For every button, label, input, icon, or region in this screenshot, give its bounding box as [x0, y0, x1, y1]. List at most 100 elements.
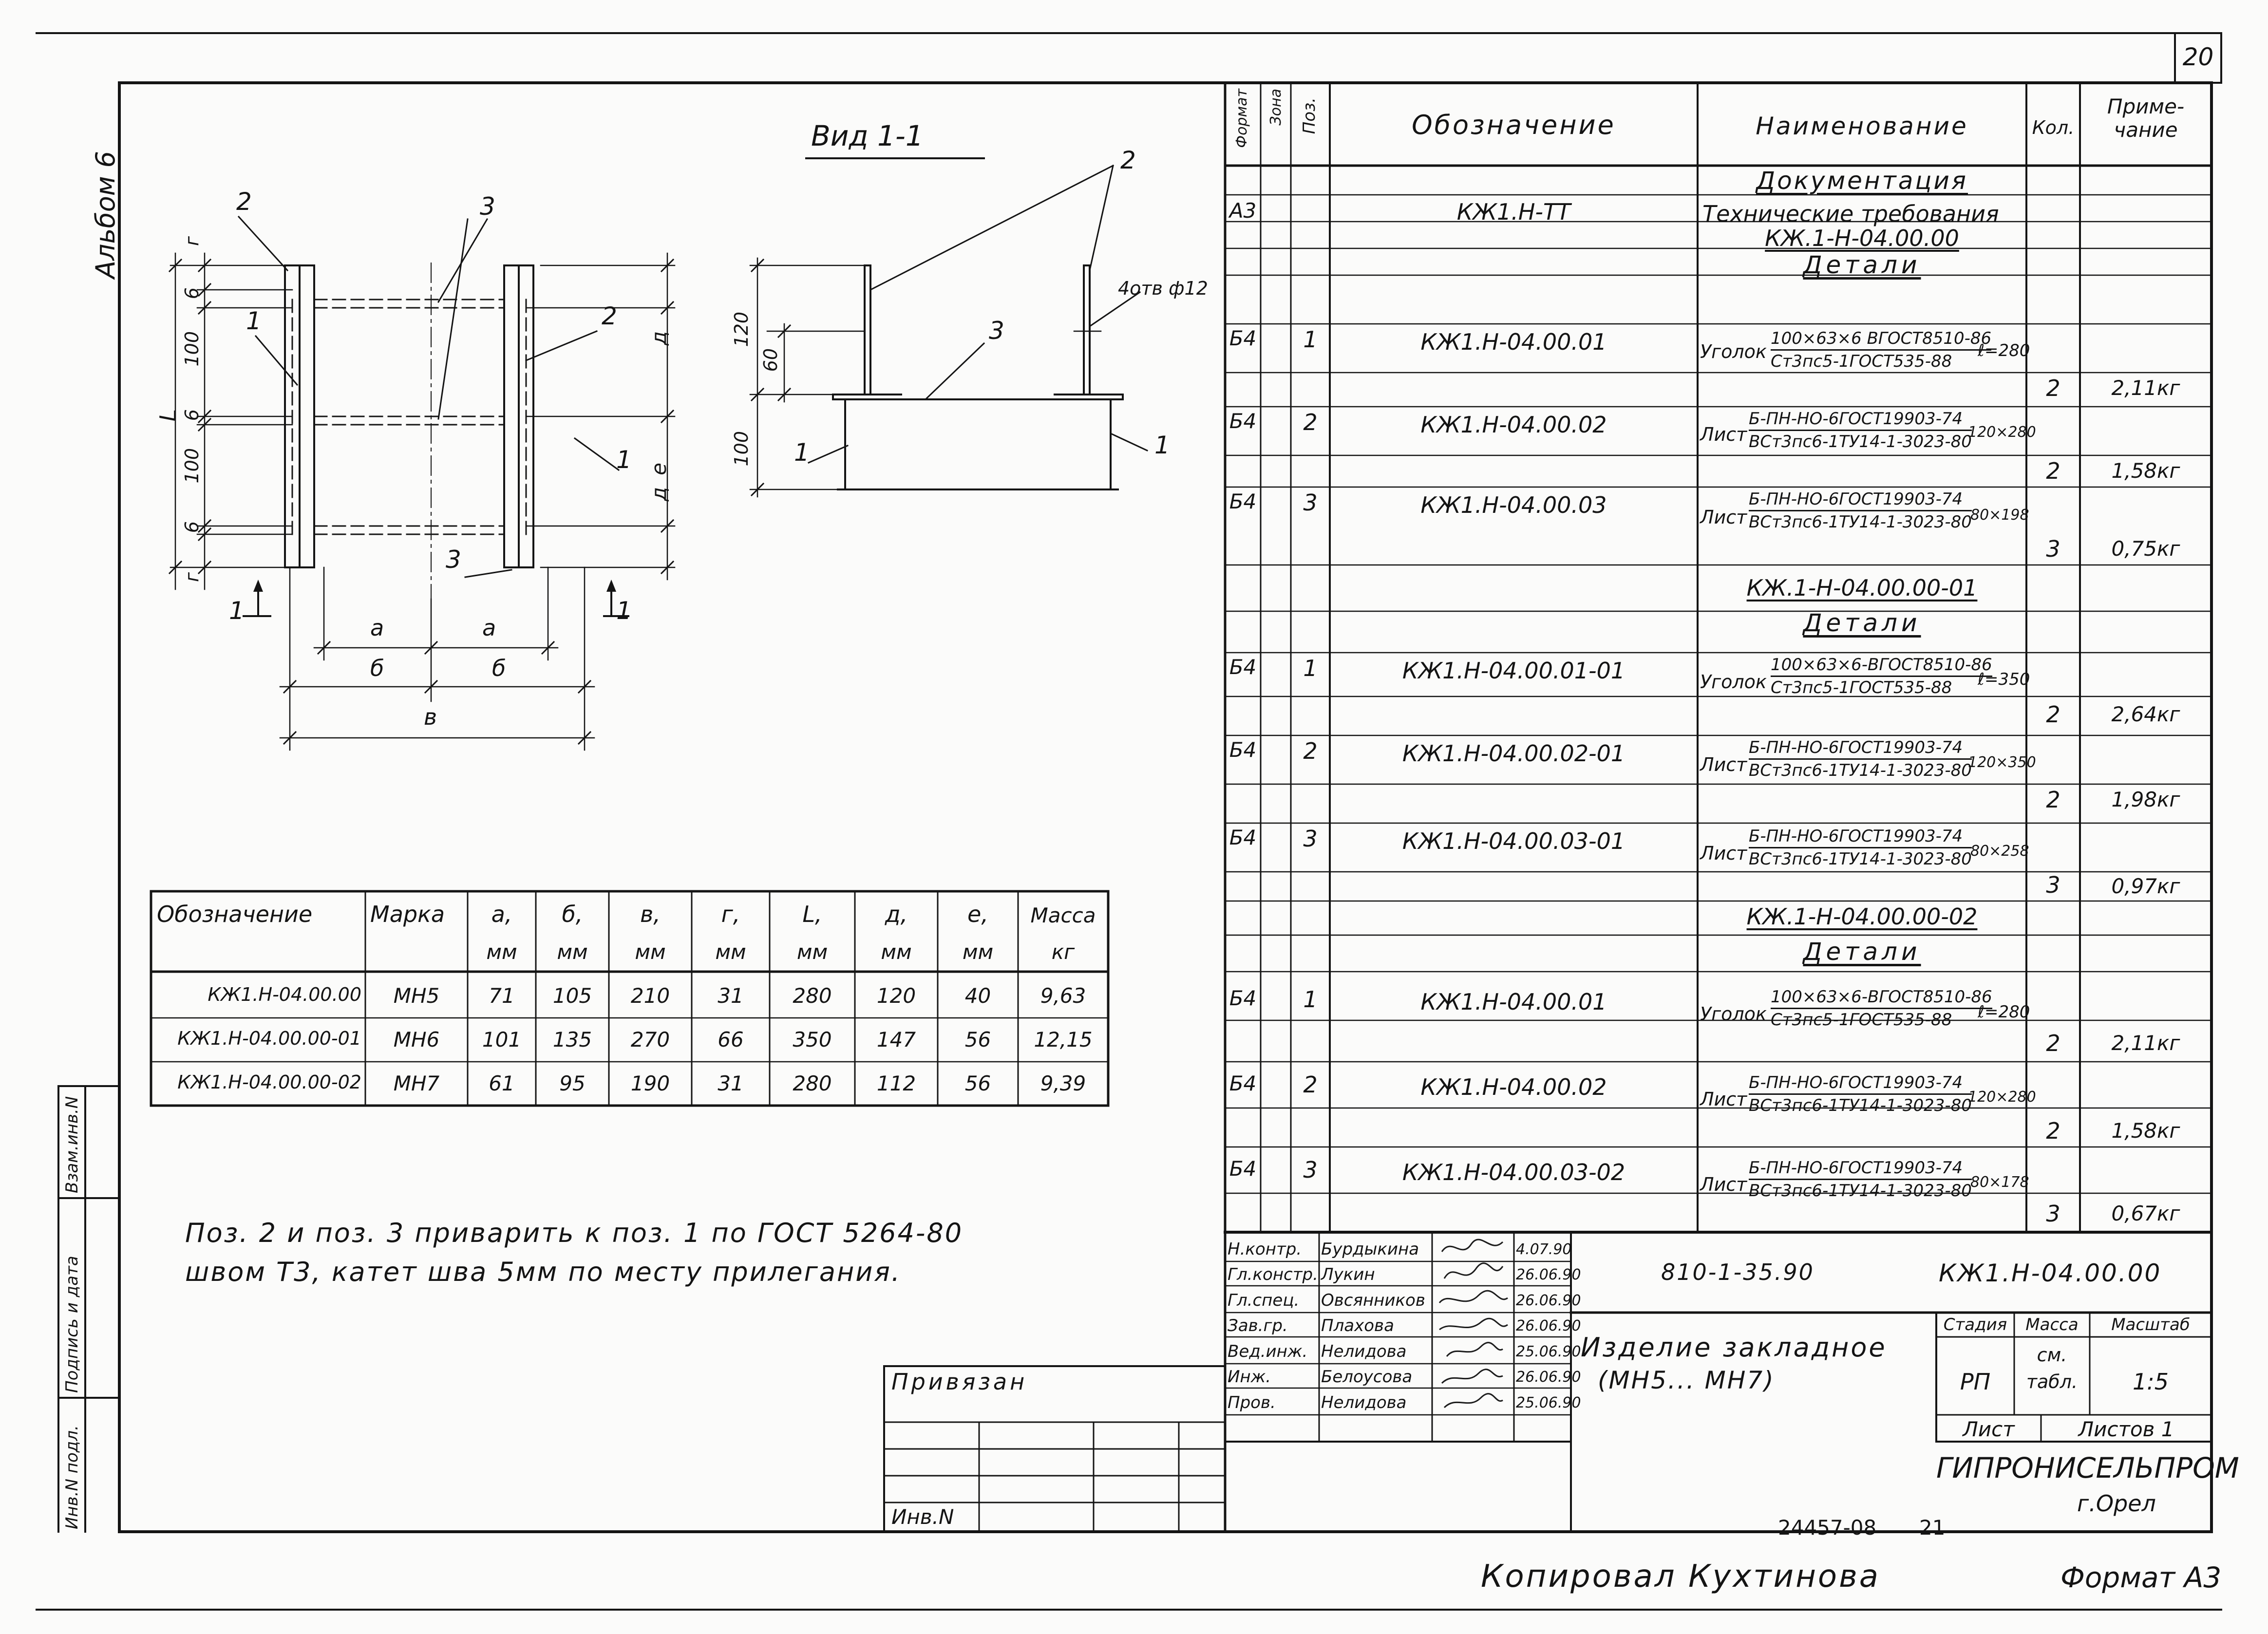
dim-100-top: 100	[181, 331, 203, 367]
signer-role: Зав.гр.	[1228, 1316, 1288, 1335]
spec-item-mass: 0,97кг	[2111, 874, 2180, 898]
spec-item-designation: КЖ1.Н-04.00.02-01	[1402, 740, 1625, 767]
dim-d-top: д	[647, 331, 671, 346]
dim-a-right: а	[482, 615, 496, 641]
spec-item-pos: 1	[1303, 986, 1318, 1013]
spec-item-material-top: Б-ПН-НО-6ГОСТ19903-74	[1749, 409, 1972, 431]
signer-role: Гл.спец.	[1228, 1291, 1300, 1310]
spec-details-0: Детали	[1803, 251, 1921, 279]
inv-label: Инв.N	[891, 1505, 954, 1529]
spec-item-material: Б-ПН-НО-6ГОСТ19903-74 ВСт3пс6-1ТУ14-1-30…	[1749, 826, 1972, 869]
spec-item-pos: 1	[1303, 655, 1318, 681]
spec-item-mass: 2,11кг	[2111, 1031, 2180, 1055]
spec-item-material: 100×63×6-ВГОСТ8510-86 Ст3пс5-1ГОСТ535-88	[1771, 655, 1992, 697]
spec-assembly-2: КЖ.1-Н-04.00.00-02	[1746, 903, 1978, 930]
spec-item-material-bottom: Ст3пс5-1ГОСТ535-88	[1771, 352, 1952, 371]
spec-item-format: Б4	[1229, 326, 1257, 350]
signer-name: Овсянников	[1321, 1291, 1425, 1310]
spec-item-material: 100×63×6 ВГОСТ8510-86 Ст3пс5-1ГОСТ535-88	[1771, 329, 1992, 371]
spec-item-kind: Лист	[1700, 843, 1747, 864]
params-unit-v: мм	[635, 940, 666, 964]
spec-item-material-bottom: ВСт3пс6-1ТУ14-1-3023-80	[1749, 512, 1972, 532]
archive-sheet: 21	[1919, 1516, 1946, 1540]
params-cell-L: 280	[793, 1071, 832, 1095]
signer-date: 26.06.90	[1516, 1369, 1581, 1386]
holes-note: 4отв ф12	[1118, 278, 1208, 299]
mass-label: Масса	[2025, 1315, 2079, 1334]
callout-1-view-right: 1	[1154, 431, 1170, 459]
dim-e: е	[647, 463, 671, 475]
spec-section-documentation: Документация	[1756, 167, 1968, 195]
spec-item-kind: Уголок	[1700, 1003, 1767, 1025]
callout-2-left: 2	[236, 188, 252, 216]
format-label: Формат А3	[2060, 1561, 2222, 1594]
strip-vzam-inv: Взам.инв.N	[62, 1096, 82, 1193]
callout-3-bottom: 3	[446, 545, 461, 574]
spec-item-material: Б-ПН-НО-6ГОСТ19903-74 ВСт3пс6-1ТУ14-1-30…	[1749, 738, 1972, 780]
dim-v: в	[424, 704, 437, 730]
spec-item-kind: Лист	[1700, 1089, 1747, 1110]
doc-code: КЖ1.Н-04.00.00	[1939, 1259, 2162, 1287]
city: г.Орел	[2077, 1490, 2156, 1517]
scale-label: Масштаб	[2111, 1315, 2190, 1334]
dim-6-bottom: 6	[181, 521, 203, 533]
spec-header-qty: Кол.	[2032, 117, 2075, 138]
params-cell-b: 135	[552, 1028, 592, 1052]
signer-name: Нелидова	[1321, 1393, 1407, 1412]
signer-name: Белоусова	[1321, 1367, 1413, 1387]
params-header-mass: Масса	[1030, 903, 1096, 927]
stage-value: РП	[1960, 1369, 1991, 1395]
spec-item-format: Б4	[1229, 655, 1257, 679]
spec-item-material-bottom: ВСт3пс6-1ТУ14-1-3023-80	[1749, 1181, 1972, 1201]
params-unit-mass: кг	[1051, 940, 1075, 964]
series-code: 810-1-35.90	[1661, 1259, 1814, 1285]
params-header-b: б,	[562, 901, 583, 927]
dim-b-right: б	[492, 655, 506, 681]
spec-header-name: Наименование	[1756, 112, 1968, 140]
params-cell-b: 105	[552, 984, 592, 1008]
spec-item-material-bottom: ВСт3пс6-1ТУ14-1-3023-80	[1749, 761, 1972, 780]
spec-item-qty: 2	[2046, 701, 2060, 728]
spec-item-kind: Лист	[1700, 1174, 1747, 1195]
params-cell-L: 350	[793, 1028, 832, 1052]
spec-assembly-1: КЖ.1-Н-04.00.00-01	[1746, 575, 1978, 601]
spec-item-qty: 2	[2046, 787, 2060, 813]
spec-item-kind: Уголок	[1700, 341, 1767, 362]
signer-role: Н.контр.	[1228, 1240, 1302, 1259]
spec-header-note: Приме-чание	[2107, 94, 2185, 142]
callout-3-view: 3	[989, 317, 1004, 345]
section-mark-right: 1	[616, 597, 632, 625]
spec-item-size: 80×178	[1970, 1174, 2029, 1191]
spec-item-mass: 2,64кг	[2111, 702, 2180, 726]
spec-item-material-bottom: Ст3пс5-1ГОСТ535-88	[1771, 1010, 1952, 1030]
spec-item-size: 80×258	[1970, 843, 2029, 860]
params-header-designation: Обозначение	[157, 901, 313, 927]
spec-item-mass: 1,98кг	[2111, 788, 2180, 811]
signer-role: Пров.	[1228, 1393, 1276, 1412]
dim-a-left: а	[370, 615, 384, 641]
spec-item-designation: КЖ1.Н-04.00.02	[1420, 412, 1607, 438]
strip-inv-podl: Инв.N подл.	[62, 1425, 82, 1529]
spec-item-designation: КЖ1.Н-04.00.03-02	[1402, 1159, 1625, 1185]
spec-item-kind: Уголок	[1700, 671, 1767, 693]
params-cell-designation: КЖ1.Н-04.00.00	[208, 984, 361, 1005]
params-cell-a: 61	[489, 1071, 515, 1095]
spec-item-size: ℓ=280	[1978, 1002, 2030, 1022]
organization: ГИПРОНИСЕЛЬПРОМ	[1936, 1451, 2239, 1484]
params-cell-mass: 12,15	[1034, 1028, 1093, 1052]
spec-header-zone: Зона	[1267, 89, 1285, 126]
spec-assembly-0: КЖ.1-Н-04.00.00	[1765, 225, 1959, 251]
spec-tt-designation: КЖ1.Н-ТТ	[1456, 199, 1571, 225]
spec-item-pos: 3	[1303, 826, 1318, 852]
spec-item-kind: Лист	[1700, 754, 1747, 775]
spec-details-2: Детали	[1803, 938, 1921, 966]
spec-item-kind: Лист	[1700, 424, 1747, 445]
params-cell-mark: МН6	[393, 1028, 440, 1052]
params-cell-e: 40	[964, 984, 991, 1008]
spec-item-format: Б4	[1229, 738, 1257, 762]
signer-role: Гл.констр.	[1228, 1265, 1318, 1284]
params-header-d: д,	[885, 901, 908, 927]
spec-item-qty: 3	[2046, 1201, 2060, 1227]
signer-date: 25.06.90	[1516, 1343, 1581, 1360]
params-cell-mark: МН7	[393, 1071, 440, 1095]
